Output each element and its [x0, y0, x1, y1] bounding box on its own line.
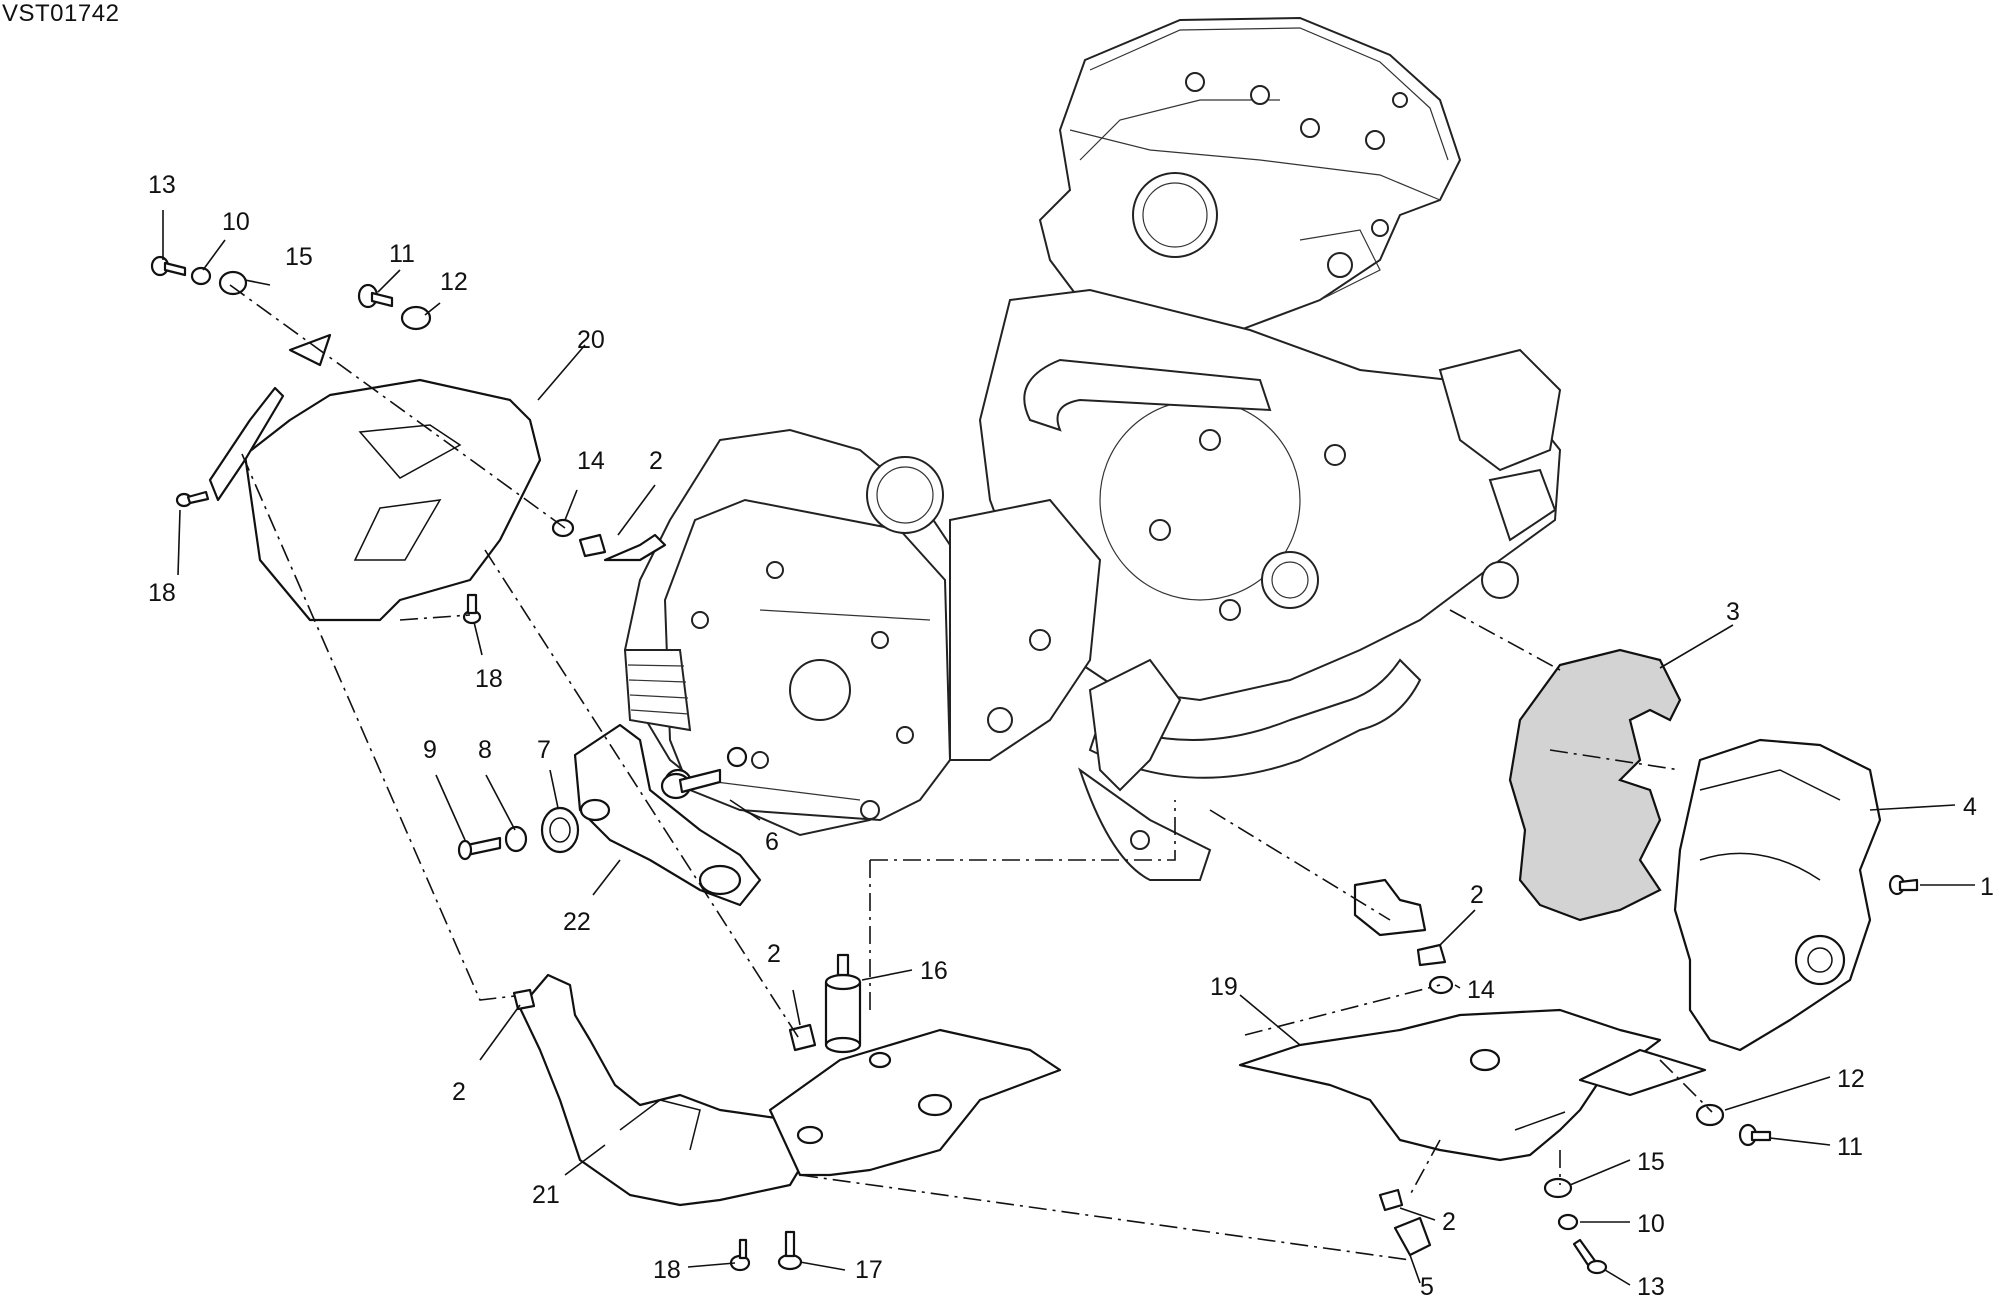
part-2-nut-centre	[788, 1023, 817, 1052]
callout-2: 2	[649, 447, 663, 475]
leader-lines	[162, 210, 1975, 1286]
part-10-washer-left	[190, 266, 212, 286]
callout-5: 5	[1420, 1273, 1434, 1301]
callout-8: 8	[478, 736, 492, 764]
callout-19: 19	[1210, 973, 1238, 1001]
callout-15: 15	[285, 243, 313, 271]
callout-2: 2	[452, 1078, 466, 1106]
part-12-grommet-right	[1695, 1103, 1725, 1127]
callout-labels: 13 10 15 11 12 20 18 14 2 18 9 8 7 6 22 …	[148, 171, 1994, 1301]
callout-16: 16	[920, 957, 948, 985]
part-13-screw-left	[150, 255, 187, 277]
callout-14: 14	[1467, 976, 1495, 1004]
part-4-side-cover	[1673, 738, 1882, 1052]
part-bracket-right	[1353, 878, 1427, 937]
callout-22: 22	[563, 908, 591, 936]
part-2-nut-right-upper	[1416, 943, 1447, 967]
part-21-lower-belly-pan-left	[518, 973, 807, 1207]
callout-18: 18	[653, 1256, 681, 1284]
callout-11: 11	[1837, 1133, 1863, 1161]
part-3-heat-shield	[1508, 648, 1682, 922]
part-12-grommet-left	[400, 305, 432, 331]
part-17-screw-bottom	[777, 1230, 803, 1271]
part-15-grommet-right	[1543, 1177, 1573, 1199]
callout-12: 12	[1837, 1065, 1865, 1093]
part-11-screw-right	[1738, 1123, 1772, 1147]
part-15-grommet-left	[218, 270, 248, 296]
part-bottom-plate	[768, 1028, 1062, 1177]
part-9-bolt	[457, 836, 502, 861]
callout-2: 2	[1470, 881, 1484, 909]
callout-18: 18	[475, 665, 503, 693]
part-19-lower-belly-pan-right	[1238, 1008, 1707, 1162]
engine-assembly	[623, 16, 1562, 881]
callout-4: 4	[1963, 793, 1977, 821]
callout-7: 7	[537, 736, 551, 764]
part-2-nut-left-upper	[578, 533, 667, 562]
callout-6: 6	[765, 828, 779, 856]
callout-11: 11	[389, 240, 415, 268]
part-18-screw-bottom	[729, 1238, 751, 1272]
part-11-screw-left	[357, 283, 394, 309]
callout-17: 17	[855, 1256, 883, 1284]
callout-9: 9	[423, 736, 437, 764]
part-8-washer	[504, 825, 528, 853]
part-18-screw-left-mid	[462, 593, 482, 625]
drawing-code: VST01742	[2, 0, 120, 27]
callout-10: 10	[1637, 1210, 1665, 1238]
part-18-screw-left-top	[175, 490, 210, 508]
part-16-spacer	[824, 953, 862, 1054]
callout-13: 13	[1637, 1273, 1665, 1301]
callout-3: 3	[1726, 598, 1740, 626]
callout-10: 10	[222, 208, 250, 236]
callout-20: 20	[577, 326, 605, 354]
part-1-screw	[1888, 874, 1919, 896]
callout-2: 2	[1442, 1208, 1456, 1236]
callout-18: 18	[148, 579, 176, 607]
callout-15: 15	[1637, 1148, 1665, 1176]
part-6-spacer	[660, 768, 722, 800]
callout-12: 12	[440, 268, 468, 296]
callout-1: 1	[1980, 873, 1994, 901]
part-5-clip	[1393, 1216, 1432, 1257]
part-14-washer-right	[1428, 975, 1454, 995]
callout-14: 14	[577, 447, 605, 475]
part-7-grommet	[540, 806, 580, 854]
assembly-guide-lines	[229, 284, 1713, 1261]
part-14-washer-left	[551, 518, 575, 538]
part-10-washer-right	[1557, 1213, 1579, 1231]
callout-2: 2	[767, 940, 781, 968]
part-2-nut-left-lower	[512, 988, 536, 1011]
part-2-nut-right-lower	[1378, 1188, 1404, 1212]
part-13-screw-right	[1572, 1238, 1608, 1275]
part-20-left-side-panel	[208, 333, 542, 622]
callout-21: 21	[532, 1181, 560, 1209]
callout-13: 13	[148, 171, 176, 199]
